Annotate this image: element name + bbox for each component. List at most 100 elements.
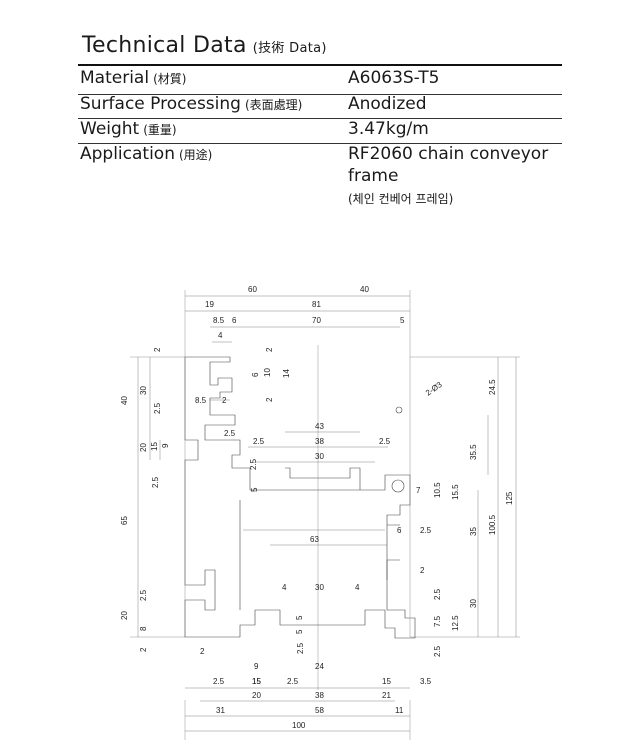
divider xyxy=(78,118,562,119)
dim-label: 35.5 xyxy=(469,444,478,460)
dim-label: 2.5 xyxy=(139,589,148,601)
spec-label-text: Material xyxy=(80,68,150,88)
dim-label: 6 xyxy=(232,316,237,325)
dim-label: 4 xyxy=(355,583,360,592)
dim-label: 15 xyxy=(252,677,261,686)
dim-label: 2 xyxy=(222,396,227,405)
extension-lines xyxy=(130,290,520,740)
dim-label: 40 xyxy=(120,396,129,405)
dim-label: 2.5 xyxy=(224,429,236,438)
dim-label: 6 xyxy=(397,526,402,535)
dim-label: 15 xyxy=(150,442,159,451)
dim-label: 4 xyxy=(282,583,287,592)
dim-label: 2 xyxy=(265,347,274,352)
spec-value: Anodized xyxy=(348,94,427,114)
dim-label: 38 xyxy=(315,437,324,446)
spec-row-weight: Weight(重量) 3.47kg/m xyxy=(78,119,562,143)
dim-label: 21 xyxy=(382,691,391,700)
dim-label: 5 xyxy=(400,316,405,325)
dim-label: 100 xyxy=(292,721,306,730)
dim-label: 10.5 xyxy=(433,482,442,498)
dimension-lines xyxy=(137,295,517,732)
dim-label: 24 xyxy=(315,662,324,671)
spec-value: RF2060 chain conveyor xyxy=(348,144,549,164)
spec-label: Application (用途) xyxy=(80,144,212,164)
dim-label: 19 xyxy=(205,300,214,309)
dim-label: 65 xyxy=(120,516,129,525)
spec-label-kr: (表面處理) xyxy=(244,98,303,112)
divider xyxy=(78,143,562,144)
spec-label-text: Application xyxy=(80,144,175,164)
dim-label: 6 xyxy=(251,372,260,377)
drawing-lines xyxy=(130,290,520,740)
dim-label: 2.5 xyxy=(249,458,258,470)
dims-top: 60 40 19 81 8.5 6 4 70 5 xyxy=(205,285,405,340)
dim-label: 11 xyxy=(395,706,404,715)
dim-label: 8.5 xyxy=(195,396,207,405)
dim-label: 30 xyxy=(139,386,148,395)
dim-label: 2.5 xyxy=(379,437,391,446)
dim-label: 9 xyxy=(254,662,259,671)
dim-label: 4 xyxy=(218,331,223,340)
dim-label: 2.5 xyxy=(433,588,442,600)
spec-row-application: Application (用途) RF2060 chain conveyor fr… xyxy=(78,144,562,214)
dim-label: 9 xyxy=(161,443,170,448)
profile-hole xyxy=(395,406,403,414)
dim-label: 2.5 xyxy=(213,677,225,686)
profile-outline xyxy=(184,356,416,639)
dim-label: 30 xyxy=(469,599,478,608)
title-rule xyxy=(78,64,562,66)
dims-bottom: 2 2.5 15 2.5 15 3.5 20 38 21 31 58 11 10… xyxy=(200,647,432,730)
title-subtitle: (技術 Data) xyxy=(252,41,327,56)
spec-label-kr: (材質) xyxy=(153,72,187,86)
dim-label: 38 xyxy=(315,691,324,700)
dim-label: 100.5 xyxy=(488,514,497,535)
profile-inner-web xyxy=(239,467,400,610)
dim-label: 63 xyxy=(310,535,319,544)
dim-label: 7.5 xyxy=(433,615,442,627)
dim-label: 2 xyxy=(265,397,274,402)
spec-value-line2: frame xyxy=(348,166,399,186)
dim-label: 31 xyxy=(216,706,225,715)
dim-label: 20 xyxy=(139,443,148,452)
dim-label: 15.5 xyxy=(451,484,460,500)
dim-label: 2.5 xyxy=(287,677,299,686)
dim-label: 30 xyxy=(315,452,324,461)
dim-label: 10 xyxy=(263,368,272,377)
profile-hole xyxy=(391,479,405,493)
spec-label: Material(材質) xyxy=(80,68,186,88)
dim-label: 12.5 xyxy=(451,615,460,631)
dim-label: 30 xyxy=(315,583,324,592)
dim-label: 2 xyxy=(200,647,205,656)
dim-label: 3.5 xyxy=(420,677,432,686)
dim-label: 2.5 xyxy=(433,645,442,657)
dim-label: 8 xyxy=(139,626,148,631)
dim-label: 15 xyxy=(382,677,391,686)
dim-label: 15 xyxy=(252,677,261,686)
dim-label: 2.5 xyxy=(296,642,305,654)
spec-value-kr: (체인 컨베어 프레임) xyxy=(348,192,454,206)
title-text: Technical Data xyxy=(82,33,247,58)
dim-label: 40 xyxy=(360,285,369,294)
spec-label: Weight(重量) xyxy=(80,119,177,139)
spec-label-kr: (用途) xyxy=(179,148,213,162)
dim-label: 8.5 xyxy=(213,316,225,325)
dim-label: 35 xyxy=(469,527,478,536)
dim-label: 2 xyxy=(420,566,425,575)
dim-label: 2 xyxy=(153,347,162,352)
dim-label: 20 xyxy=(252,691,261,700)
dim-label: 60 xyxy=(248,285,257,294)
spec-label: Surface Processing(表面處理) xyxy=(80,94,302,114)
spec-row-surface: Surface Processing(表面處理) Anodized xyxy=(78,94,562,118)
spec-value: 3.47kg/m xyxy=(348,119,429,139)
dims-right: 2-Ø3 24.5 35.5 7 10.5 15.5 125 6 2.5 35 … xyxy=(397,379,514,657)
dim-label: 7 xyxy=(416,486,421,495)
dim-label: 125 xyxy=(505,491,514,505)
dim-label: 2.5 xyxy=(420,526,432,535)
dim-label: 70 xyxy=(312,316,321,325)
dims-left: 40 30 2 2.5 20 15 9 2.5 65 20 2.5 8 2 8.… xyxy=(120,347,236,652)
dim-label: 14 xyxy=(282,369,291,378)
dim-label: 24.5 xyxy=(488,379,497,395)
dim-label: 5 xyxy=(250,487,259,492)
